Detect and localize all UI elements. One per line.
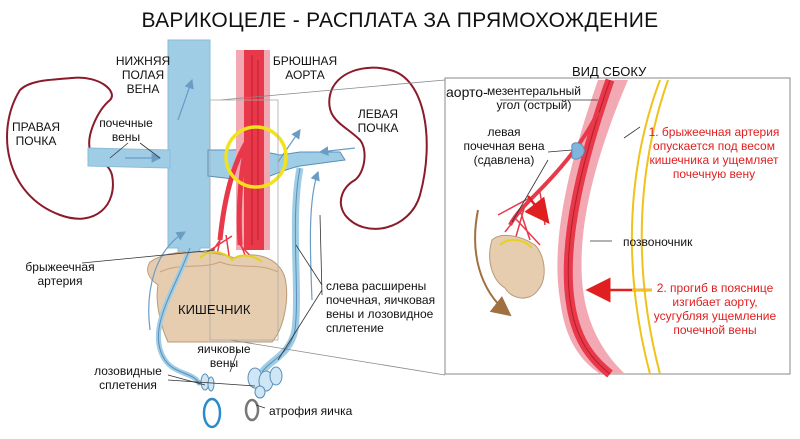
ivc-label: НИЖНЯЯ ПОЛАЯ ВЕНА [115, 54, 171, 96]
left-testicle-atrophy [244, 398, 260, 422]
intestine-label: КИШЕЧНИК [178, 302, 251, 317]
mesenteric-artery [217, 138, 251, 246]
right-pampiniform-plexus [200, 373, 215, 392]
left-renal-vein-label: левая почечная вена (сдавлена) [463, 125, 545, 167]
note-2: 2. прогиб в пояснице изгибает аорту, усу… [653, 281, 777, 337]
aorta-label: БРЮШНАЯ АОРТА [272, 54, 338, 82]
spine-label: позвоночник [623, 235, 693, 249]
atrophy-label: атрофия яичка [269, 404, 353, 418]
aorto-label-b: мезентеральный угол (острый) [487, 84, 581, 112]
left-pampiniform-plexus [247, 366, 283, 399]
right-kidney-label: ПРАВАЯ ПОЧКА [11, 120, 61, 148]
intestine [147, 251, 288, 343]
compression-highlight [224, 125, 288, 189]
side-spine [630, 79, 661, 375]
left-kidney [328, 66, 428, 230]
note-1: 1. брыжеечная артерия опускается под вес… [648, 125, 780, 181]
testicular-veins-label: яичковые вены [197, 342, 251, 370]
left-dilated-label: слева расширены почечная, яичковая вены … [326, 279, 436, 335]
side-left-renal-vein [571, 142, 585, 160]
flow-arrows [125, 78, 356, 331]
side-intestine [489, 234, 545, 299]
side-view-title: ВИД СБОКУ [572, 64, 647, 79]
aorto-label-a: аорто- [446, 84, 488, 100]
gravity-arrow [474, 209, 512, 317]
pampiniform-label: лозовидные сплетения [94, 364, 162, 392]
renal-veins-label: почечные вены [99, 116, 153, 144]
page-title: ВАРИКОЦЕЛЕ - РАСПЛАТА ЗА ПРЯМОХОЖДЕНИЕ [141, 9, 659, 32]
mesenteric-artery-label: брыжеечная артерия [25, 260, 95, 288]
left-kidney-label: ЛЕВАЯ ПОЧКА [357, 107, 399, 135]
side-mesenteric-artery [508, 111, 600, 226]
right-testicle [202, 397, 222, 429]
mesentery-down-arrow [524, 195, 550, 224]
